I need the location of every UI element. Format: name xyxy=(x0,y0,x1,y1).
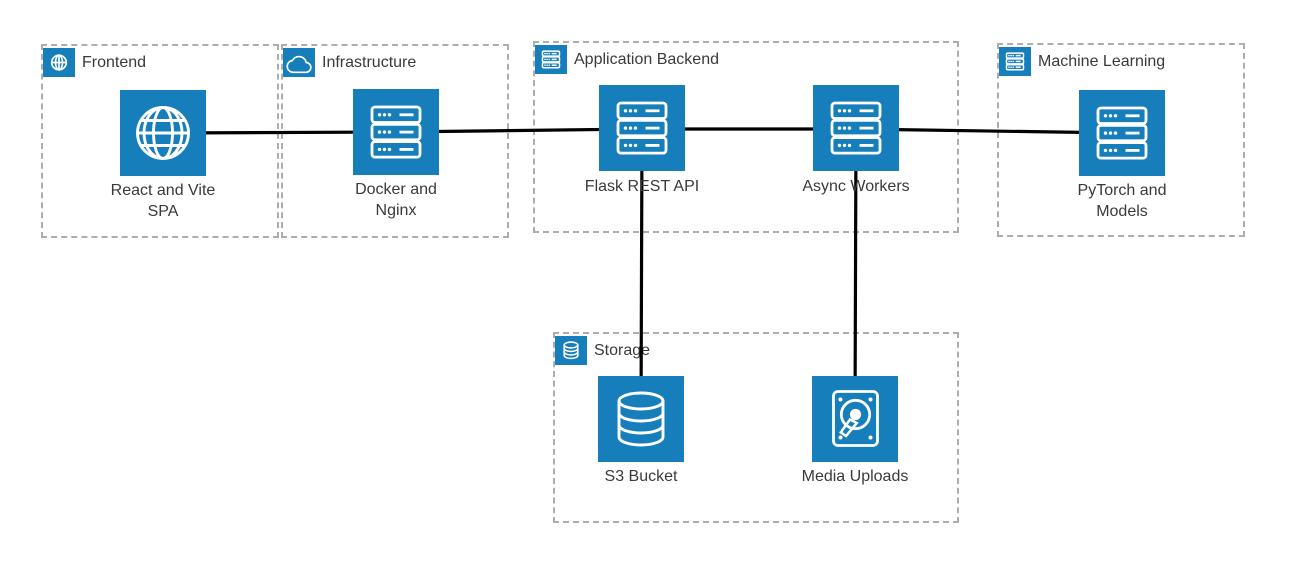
group-label-machine-learning: Machine Learning xyxy=(1038,53,1166,70)
group-storage[interactable]: Storage xyxy=(553,332,959,523)
node-flask-rest-api[interactable] xyxy=(599,85,685,171)
node-label-async-workers: Async Workers xyxy=(802,178,910,195)
node-async-workers[interactable] xyxy=(813,85,899,171)
node-s3-bucket[interactable] xyxy=(598,376,684,462)
server-icon xyxy=(370,105,422,159)
server-icon xyxy=(541,50,561,69)
frontend-badge xyxy=(43,48,75,77)
group-label-frontend: Frontend xyxy=(82,54,147,71)
node-label-s3-bucket: S3 Bucket xyxy=(604,468,678,485)
database-icon xyxy=(563,341,579,360)
hard-drive-icon xyxy=(832,390,879,447)
group-label-infrastructure: Infrastructure xyxy=(322,54,417,71)
group-frontend[interactable]: Frontend xyxy=(41,44,279,238)
node-docker-and-nginx[interactable] xyxy=(353,89,439,175)
globe-icon xyxy=(50,54,68,71)
node-label-pytorch-and-models: PyTorch and Models xyxy=(1077,182,1167,220)
edge-async-media[interactable] xyxy=(853,128,858,420)
edge-flask-s3[interactable] xyxy=(639,128,644,420)
group-infrastructure[interactable]: Infrastructure xyxy=(281,44,509,238)
server-icon xyxy=(1096,106,1148,160)
node-media-uploads[interactable] xyxy=(812,376,898,462)
node-pytorch-and-models[interactable] xyxy=(1079,90,1165,176)
server-icon xyxy=(616,101,668,155)
node-react-and-vite-spa[interactable] xyxy=(120,90,206,176)
group-label-storage: Storage xyxy=(594,342,651,359)
group-machine-learning[interactable]: Machine Learning xyxy=(997,43,1245,237)
application-backend-badge xyxy=(535,45,567,74)
machine-learning-badge xyxy=(999,47,1031,76)
storage-badge xyxy=(555,336,587,365)
group-label-application-backend: Application Backend xyxy=(574,51,719,68)
cloud-icon xyxy=(286,55,312,74)
edge-async-pytorch[interactable] xyxy=(855,127,1123,135)
server-icon xyxy=(1005,52,1025,71)
node-label-react-and-vite-spa: React and Vite SPA xyxy=(110,182,216,220)
infrastructure-badge xyxy=(283,48,315,77)
database-icon xyxy=(617,391,665,447)
globe-icon xyxy=(136,106,190,160)
node-label-media-uploads: Media Uploads xyxy=(801,468,909,485)
node-label-flask-rest-api: Flask REST API xyxy=(584,178,700,195)
group-application-backend[interactable]: Application Backend xyxy=(533,41,959,233)
server-icon xyxy=(830,101,882,155)
node-label-docker-and-nginx: Docker and Nginx xyxy=(355,181,437,219)
